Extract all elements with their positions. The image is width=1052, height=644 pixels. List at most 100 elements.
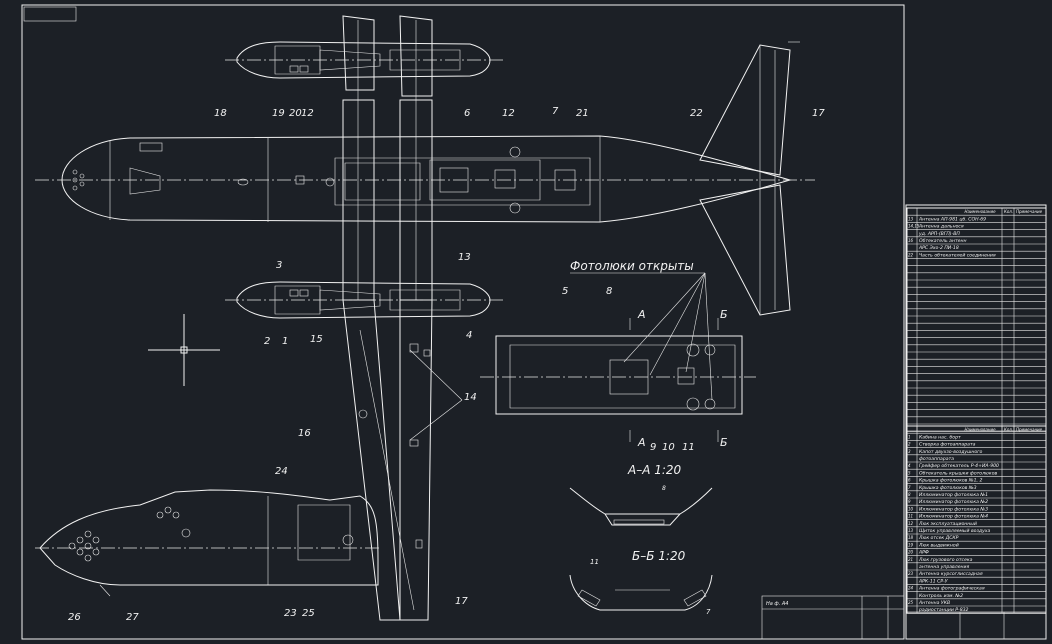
callout-20: 20 xyxy=(289,108,302,119)
table-bottom-row-name: Люк грузового отсека xyxy=(918,557,973,563)
table-bottom-row-name: Обтекатель крышки фотолюков xyxy=(919,470,998,476)
table-bottom-row-name: антенна управления xyxy=(919,565,970,570)
table-bottom-header-2: Примечание xyxy=(1016,427,1043,432)
table-bottom-row-name: Антенна фотографическая xyxy=(918,586,985,592)
callout-1: 1 xyxy=(282,336,288,347)
table-bottom-row-num: 12 xyxy=(908,521,914,526)
stamp-label: На ф. А4 xyxy=(766,601,788,607)
table-bottom-row-name: Капот двухзо-воздушного xyxy=(919,449,983,455)
table-top-row-name: Часть обтекателей соединения xyxy=(919,252,996,258)
frame-tab xyxy=(23,6,77,22)
wing-plan xyxy=(342,15,433,621)
table-bottom-row-name: Антенна курсоглиссадная xyxy=(918,571,983,577)
callout-labels: 18 19 20 12 6 12 7 21 22 17 13 3 2 1 15 … xyxy=(68,106,825,623)
photo-hatch-view xyxy=(480,318,756,442)
table-bottom-row-num: 9 xyxy=(908,499,911,504)
section-aa xyxy=(569,487,713,526)
table-bottom-row-name: АРФ xyxy=(918,550,929,556)
table-bottom-row-name: Крышка фотолюков №3 xyxy=(919,485,977,491)
table-bottom-row-name: Контроль изм. №2 xyxy=(919,593,963,599)
table-top-row-num: 14,15 xyxy=(908,224,920,229)
table-bottom-row-name: Люк отсек ДСКР xyxy=(918,535,959,541)
table-top-row-num: 22 xyxy=(908,252,914,257)
table-bottom-row-num: 11 xyxy=(908,514,913,519)
table-top-row-name: уд. АРП-(ВГП)-ВП xyxy=(918,231,960,237)
table-bottom-row-num: 23 xyxy=(908,571,914,576)
callout-26: 26 xyxy=(68,612,81,623)
table-bottom-row-num: 3 xyxy=(908,449,911,454)
cut-b-bottom: Б xyxy=(720,436,728,449)
table-top-row-num: 16 xyxy=(908,238,914,243)
table-bottom-row-name: Антенна УКВ xyxy=(918,600,950,606)
table-top-border xyxy=(906,207,1047,432)
table-top-header-0: Наименование xyxy=(965,209,997,214)
callout-5: 5 xyxy=(562,286,568,297)
table-bottom-row-name: АРК-11 СР-У xyxy=(918,578,949,584)
crosshair-icon xyxy=(148,314,220,386)
cut-a-top: А xyxy=(637,308,646,321)
table-bottom-row-num: 19 xyxy=(908,542,914,547)
photo-hatches-title: Фотолюки открыты xyxy=(570,259,694,273)
callout-11b: 11 xyxy=(590,558,599,566)
table-bottom-row-num: 1 xyxy=(908,434,911,439)
callout-12b: 12 xyxy=(502,108,515,119)
cut-b-top: Б xyxy=(720,308,728,321)
callout-23: 23 xyxy=(284,608,297,619)
table-bottom-row-num: 24 xyxy=(908,586,914,591)
callout-7a: 7 xyxy=(552,106,559,117)
table-bottom-row-num: 2 xyxy=(908,442,911,447)
table-top-row-name: Антенна дальнося xyxy=(918,224,964,230)
callout-22: 22 xyxy=(690,108,703,119)
table-bottom-header-1: Кол. xyxy=(1004,427,1013,432)
callout-4: 4 xyxy=(466,330,472,341)
callout-25: 25 xyxy=(302,608,315,619)
table-top-header-2: Примечание xyxy=(1016,209,1043,214)
table-bottom-row-name: Крышка фотолюков №1, 2 xyxy=(919,478,982,484)
cut-a-bottom: А xyxy=(637,436,646,449)
tail-plan xyxy=(699,41,800,316)
table-bottom-row-name: Грейфер обтекатель Р-4+ИА-900 xyxy=(919,463,999,469)
engine-nacelle-upper xyxy=(225,41,505,79)
outer-frame xyxy=(21,4,905,640)
callout-17b: 17 xyxy=(455,596,468,607)
table-bottom-row-name: Люк эксплуатационный xyxy=(918,521,977,527)
table-bottom-row-num: 4 xyxy=(908,463,911,468)
table-bottom-row-num: 25 xyxy=(908,600,914,605)
table-bottom-row-name: Иллюминатор фотолюка №2 xyxy=(919,499,988,505)
table-bottom-row-num: 5 xyxy=(908,470,911,475)
table-bottom-header-0: Наименование xyxy=(965,427,997,432)
callout-7b: 7 xyxy=(706,608,711,616)
engine-nacelle-lower xyxy=(225,281,505,319)
table-bottom-row-name: Кабина нас. борт xyxy=(919,434,961,440)
section-bb-label: Б–Б 1:20 xyxy=(632,549,686,563)
table-bottom-row-name: Иллюминатор фотолюка №3 xyxy=(919,506,988,512)
table-bottom-row-name: Люк выдвижной xyxy=(918,542,959,548)
callout-6: 6 xyxy=(464,108,470,119)
table-top-row-name: Обтекатель антенн xyxy=(919,238,966,244)
callout-11a: 11 xyxy=(682,442,695,453)
table-bottom-row-num: 6 xyxy=(908,478,911,483)
callout-10: 10 xyxy=(662,442,675,453)
table-top-header-1: Кол. xyxy=(1004,209,1013,214)
table-bottom-row-name: Иллюминатор фотолюка №4 xyxy=(919,514,988,520)
callout-18: 18 xyxy=(214,108,227,119)
callout-17a: 17 xyxy=(812,108,825,119)
side-view-nose xyxy=(35,489,380,597)
callout-12a: 12 xyxy=(301,108,314,119)
table-bottom-row-num: 13 xyxy=(908,528,914,533)
table-top-row-name: Антенна АП-981 цб. СОН-69 xyxy=(918,216,986,222)
callout-8b: 8 xyxy=(662,485,666,492)
table-bottom-row-name: радиостанции Р-832 xyxy=(918,607,969,613)
table-bottom-row-name: Створка фотоаппарата xyxy=(919,442,976,448)
photo-leaders xyxy=(409,272,713,441)
table-top-row-name: АРС Эхо-2 ПИ-18 xyxy=(918,245,959,251)
section-aa-label: А–А 1:20 xyxy=(627,463,682,477)
callout-14: 14 xyxy=(464,392,477,403)
spec-table-bottom: Наименование Кол.Примечание 1 Кабина нас. б… xyxy=(906,425,1047,614)
callout-8: 8 xyxy=(606,286,612,297)
table-top-row-num: 13 xyxy=(908,216,914,221)
callout-15: 15 xyxy=(310,334,323,345)
table-bottom-row-num: 10 xyxy=(908,506,914,511)
callout-2: 2 xyxy=(264,336,270,347)
